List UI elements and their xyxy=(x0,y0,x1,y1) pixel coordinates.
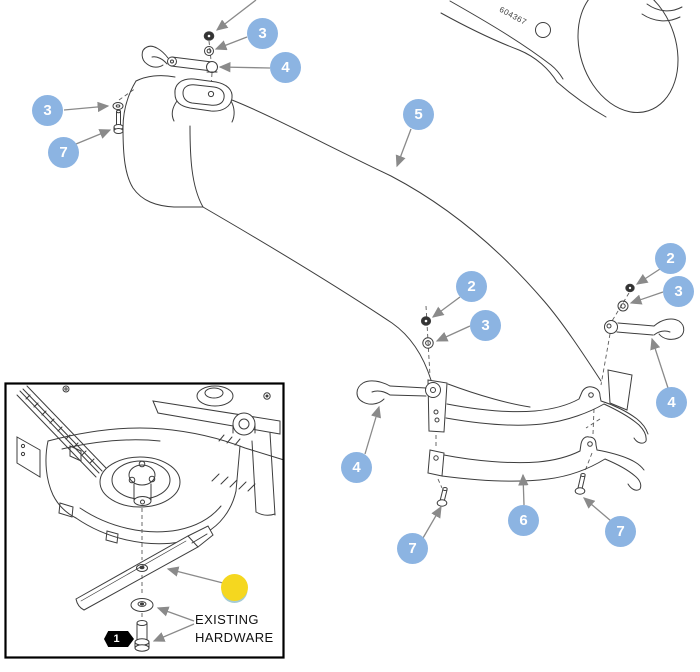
callout-2-middle: 2 xyxy=(456,271,487,302)
chute-drawing xyxy=(122,75,602,382)
callout-3-left: 3 xyxy=(32,95,63,126)
deflector-strip-drawing xyxy=(427,436,645,491)
callout-arrows xyxy=(63,0,669,539)
callout-7-lower-right: 7 xyxy=(605,516,636,547)
callout-3-top: 3 xyxy=(247,18,278,49)
callout-3-right: 3 xyxy=(663,276,694,307)
chute-flange-drawing xyxy=(356,369,649,444)
existing-hardware-line1: EXISTING xyxy=(195,612,259,627)
discharge-opening-drawing xyxy=(440,0,683,118)
callout-5-chute: 5 xyxy=(403,99,434,130)
callout-4-right: 4 xyxy=(656,387,687,418)
inset-border xyxy=(4,382,285,659)
inset-deck-drawing xyxy=(16,385,283,652)
callout-7-left: 7 xyxy=(48,137,79,168)
existing-hardware-line2: HARDWARE xyxy=(195,629,274,645)
callout-7-lower-left: 7 xyxy=(397,533,428,564)
inset-arrows xyxy=(152,566,224,642)
callout-6-lower: 6 xyxy=(508,505,539,536)
step-1-tag: 1 xyxy=(104,631,134,647)
existing-hardware-note: EXISTING HARDWARE xyxy=(195,611,274,646)
callout-3-middle: 3 xyxy=(470,310,501,341)
callout-4-top: 4 xyxy=(270,52,301,83)
callout-4-lower-left: 4 xyxy=(341,452,372,483)
top-hook-assembly xyxy=(112,31,218,134)
middle-nut-washer xyxy=(420,316,434,349)
right-hook-assembly xyxy=(604,283,685,340)
callout-2-right: 2 xyxy=(655,243,686,274)
highlight-dot xyxy=(221,574,248,601)
screws-drawing xyxy=(436,473,586,507)
